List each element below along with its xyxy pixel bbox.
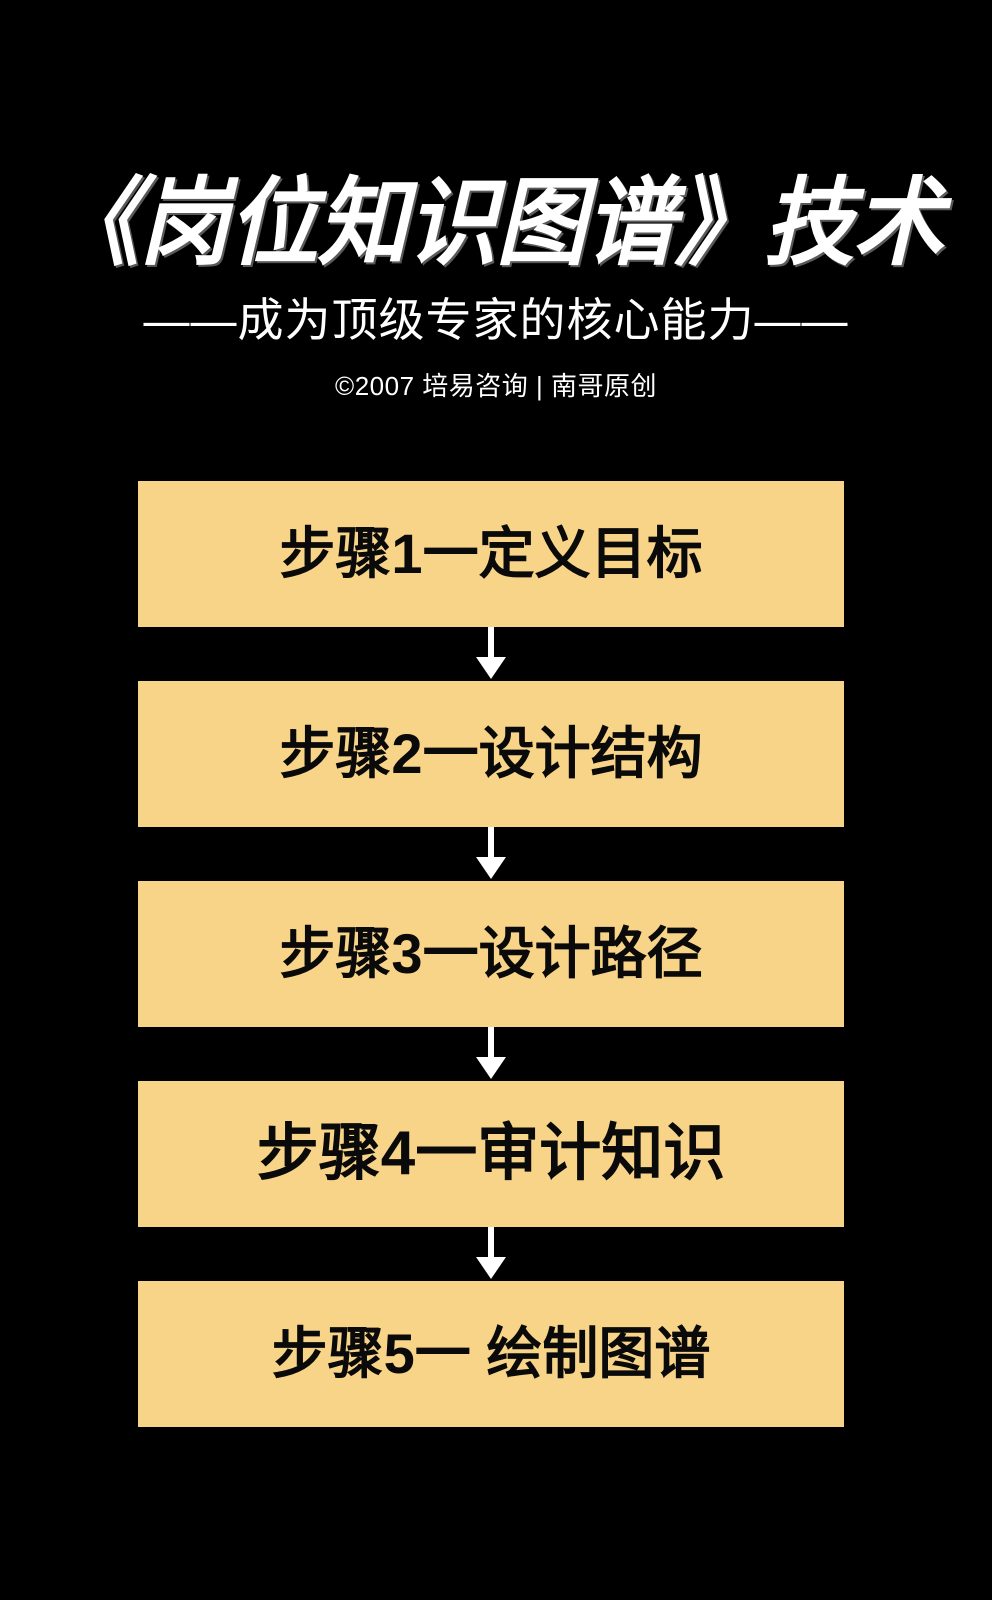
connector-4-5 <box>138 1227 844 1281</box>
step-box-4: 步骤4一审计知识 <box>138 1081 844 1227</box>
step-box-2: 步骤2一设计结构 <box>138 681 844 827</box>
step-label-5: 步骤5一 绘制图谱 <box>271 1322 711 1385</box>
step-box-3: 步骤3一设计路径 <box>138 881 844 1027</box>
step-box-1: 步骤1一定义目标 <box>138 481 844 627</box>
arrow-down-icon <box>476 827 506 879</box>
copyright-line: ©2007 培易咨询 | 南哥原创 <box>335 370 657 401</box>
arrow-down-icon <box>476 627 506 679</box>
step-label-4: 步骤4一审计知识 <box>256 1119 726 1188</box>
page-subtitle: ——成为顶级专家的核心能力—— <box>143 293 849 346</box>
step-label-2: 步骤2一设计结构 <box>279 722 703 785</box>
arrow-down-icon <box>476 1227 506 1279</box>
arrow-down-icon <box>476 1027 506 1079</box>
step-flow-diagram: 步骤1一定义目标 步骤2一设计结构 步骤3一设计路径 <box>138 481 844 1427</box>
poster-header: 《岗位知识图谱》技术 ——成为顶级专家的核心能力—— ©2007 培易咨询 | … <box>0 0 992 402</box>
step-label-1: 步骤1一定义目标 <box>279 522 703 585</box>
connector-3-4 <box>138 1027 844 1081</box>
page-title: 《岗位知识图谱》技术 <box>49 170 944 277</box>
step-box-5: 步骤5一 绘制图谱 <box>138 1281 844 1427</box>
step-label-3: 步骤3一设计路径 <box>279 922 703 985</box>
connector-1-2 <box>138 627 844 681</box>
connector-2-3 <box>138 827 844 881</box>
